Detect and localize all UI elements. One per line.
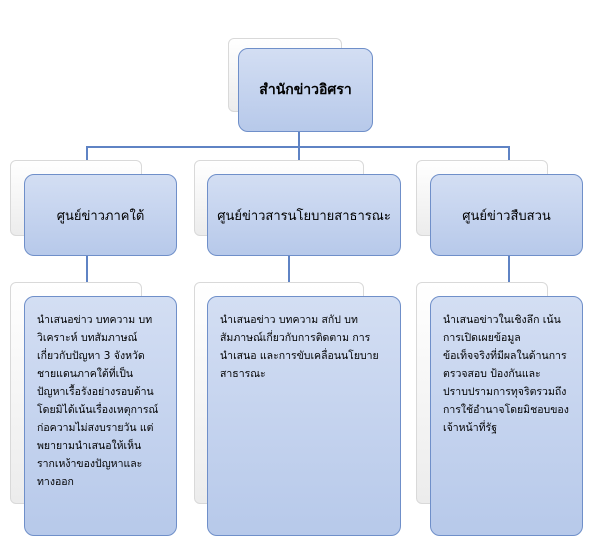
root-node: สำนักข่าวอิศรา	[238, 48, 373, 132]
root-node-label: สำนักข่าวอิศรา	[259, 82, 352, 98]
description-investigative: นำเสนอข่าวในเชิงลึก เน้น การเปิดเผยข้อมู…	[430, 296, 583, 536]
center-label-south: ศูนย์ข่าวภาคใต้	[56, 208, 145, 224]
center-node-south: ศูนย์ข่าวภาคใต้	[24, 174, 177, 256]
center-node-policy: ศูนย์ข่าวสารนโยบายสาธารณะ	[207, 174, 401, 256]
description-south: นำเสนอข่าว บทความ บท วิเคราะห์ บทสัมภาษณ…	[24, 296, 177, 536]
connector-left-body	[86, 256, 88, 296]
connector-root-down	[298, 132, 300, 147]
center-node-investigative: ศูนย์ข่าวสืบสวน	[430, 174, 583, 256]
connector-middle-body	[288, 256, 290, 296]
center-label-policy: ศูนย์ข่าวสารนโยบายสาธารณะ	[217, 208, 391, 224]
description-policy: นำเสนอข่าว บทความ สกัป บท สัมภาษณ์เกี่ยว…	[207, 296, 401, 536]
connector-horizontal	[86, 146, 509, 148]
connector-right-body	[508, 256, 510, 296]
center-label-investigative: ศูนย์ข่าวสืบสวน	[462, 208, 551, 224]
